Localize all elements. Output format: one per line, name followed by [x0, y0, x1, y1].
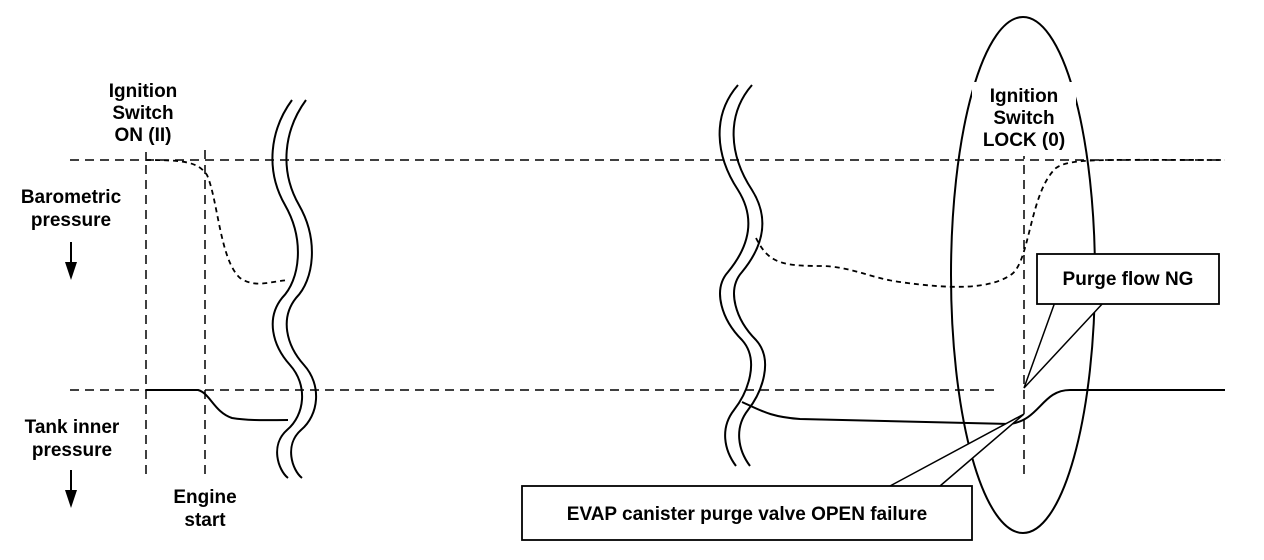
- barometric-pressure-label: Barometric pressure: [21, 187, 122, 231]
- evap-failure-pointer: [889, 413, 1025, 487]
- engine-start-label: Engine start: [173, 487, 236, 531]
- svg-text:Engine: Engine: [173, 487, 236, 508]
- break-symbol-2: [718, 84, 766, 467]
- svg-text:LOCK (0): LOCK (0): [983, 130, 1065, 151]
- svg-text:Switch: Switch: [993, 108, 1054, 129]
- evap-failure-box: [521, 485, 973, 541]
- svg-text:Ignition: Ignition: [109, 81, 178, 102]
- ignition-on-label: Ignition Switch ON (II): [96, 78, 190, 152]
- barometric-down-arrow: [65, 242, 77, 280]
- svg-text:Barometric: Barometric: [21, 187, 122, 208]
- svg-text:Switch: Switch: [112, 103, 173, 124]
- ignition-lock-label: Ignition Switch LOCK (0): [972, 82, 1076, 156]
- tank-curve-segment-1: [146, 389, 289, 422]
- svg-text:pressure: pressure: [32, 440, 112, 461]
- svg-text:start: start: [184, 510, 226, 531]
- svg-text:pressure: pressure: [31, 210, 111, 231]
- barometric-curve-segment-2: [755, 158, 1226, 288]
- tank-down-arrow: [65, 470, 77, 508]
- tank-curve-segment-2: [741, 389, 1225, 426]
- purge-flow-ng-label: Purge flow NG: [1063, 269, 1194, 290]
- svg-text:Tank inner: Tank inner: [25, 417, 120, 438]
- svg-text:ON (II): ON (II): [115, 125, 172, 146]
- purge-flow-ng-box: [1036, 253, 1220, 305]
- tank-inner-pressure-label: Tank inner pressure: [14, 416, 130, 464]
- purge-flow-ng-pointer: [1023, 301, 1105, 389]
- svg-text:Ignition: Ignition: [990, 86, 1059, 107]
- barometric-curve-segment-1: [145, 159, 289, 285]
- break-symbol-1: [271, 99, 318, 479]
- evap-failure-label: EVAP canister purge valve OPEN failure: [567, 504, 927, 525]
